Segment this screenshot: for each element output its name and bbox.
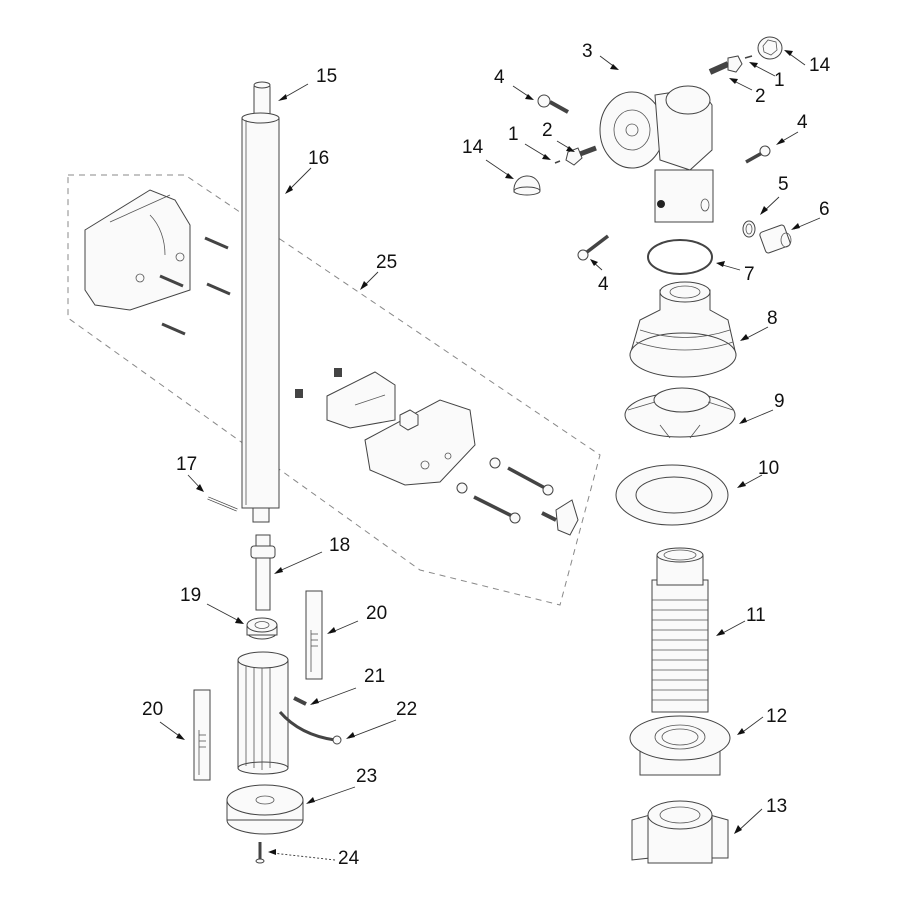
- part-25-screws: [159, 236, 231, 336]
- part-2-bolt-upper: [708, 55, 743, 75]
- callout-1-upper: 1: [774, 70, 785, 91]
- callout-23: 23: [356, 766, 377, 787]
- part-20-scale-decal-left: [193, 689, 211, 781]
- part-4-screw-upper-left: [537, 94, 569, 114]
- callout-3: 3: [582, 41, 593, 62]
- callout-12: 12: [766, 706, 787, 727]
- callout-4-upper-left: 4: [494, 67, 505, 88]
- part-4-screw-lower: [577, 234, 610, 261]
- part-16-column-tube: [241, 112, 280, 523]
- part-14-cap-upper: [757, 36, 783, 60]
- callout-4-right: 4: [797, 112, 808, 133]
- part-25-bolts-washers: [456, 457, 554, 524]
- callout-15: 15: [316, 66, 337, 87]
- part-25-wing-knob: [541, 499, 579, 536]
- part-2-bolt-left: [565, 145, 597, 166]
- callout-13: 13: [766, 796, 787, 817]
- callout-20-left: 20: [142, 699, 163, 720]
- leader-lines: [159, 50, 821, 861]
- part-10-gasket: [615, 464, 729, 526]
- callout-17: 17: [176, 454, 197, 475]
- part-7-o-ring: [647, 239, 713, 275]
- callout-14-upper: 14: [809, 55, 831, 76]
- part-25-bracket-housing: [84, 189, 191, 311]
- callout-2-upper: 2: [755, 86, 766, 107]
- part-5-washer: [742, 220, 756, 238]
- part-21-screw: [293, 696, 307, 706]
- part-25-clamp-body: [364, 399, 476, 486]
- callout-4-lower: 4: [598, 274, 609, 295]
- callout-2-left: 2: [542, 120, 553, 141]
- part-6-cable-gland: [759, 224, 792, 254]
- part-19-collar: [246, 617, 278, 640]
- kit-25-dashed-outline: [67, 174, 601, 606]
- part-25-clamp-insert: [326, 371, 396, 429]
- callout-14-left: 14: [462, 137, 484, 158]
- part-25-set-screws: [295, 368, 342, 398]
- part-20-scale-decal-right: [305, 590, 323, 680]
- callout-11: 11: [746, 605, 766, 626]
- callout-16: 16: [308, 148, 329, 169]
- part-4-screw-right: [745, 145, 771, 164]
- part-8-adapter: [629, 281, 737, 378]
- callout-25: 25: [376, 252, 397, 273]
- part-9-flange: [624, 387, 736, 439]
- part-1-pin-left: [554, 160, 561, 164]
- callout-5: 5: [778, 174, 789, 195]
- callout-6: 6: [819, 199, 830, 220]
- part-22-tube: [278, 711, 342, 745]
- callout-22: 22: [396, 699, 417, 720]
- part-23-knob: [226, 784, 304, 835]
- callout-8: 8: [767, 308, 778, 329]
- part-13-lock-nut: [631, 800, 729, 864]
- callout-20-right: 20: [366, 603, 387, 624]
- part-3-gearbox-housing: [599, 85, 714, 223]
- part-17-pin: [207, 496, 238, 512]
- callout-1-left: 1: [508, 124, 519, 145]
- part-18-lower-shaft: [250, 534, 276, 611]
- callout-19: 19: [180, 585, 201, 606]
- callout-18: 18: [329, 535, 350, 556]
- callout-9: 9: [774, 391, 785, 412]
- callout-24: 24: [338, 848, 360, 869]
- part-11-threaded-tube: [651, 547, 709, 713]
- part-1-pin-upper: [744, 55, 753, 59]
- part-cylinder-body: [237, 651, 289, 775]
- part-12-flange-nut: [629, 715, 731, 776]
- callout-7: 7: [744, 264, 755, 285]
- callout-10: 10: [758, 458, 779, 479]
- part-24-screw: [255, 842, 265, 864]
- callout-21: 21: [364, 666, 385, 687]
- part-14-cap-left: [513, 175, 541, 196]
